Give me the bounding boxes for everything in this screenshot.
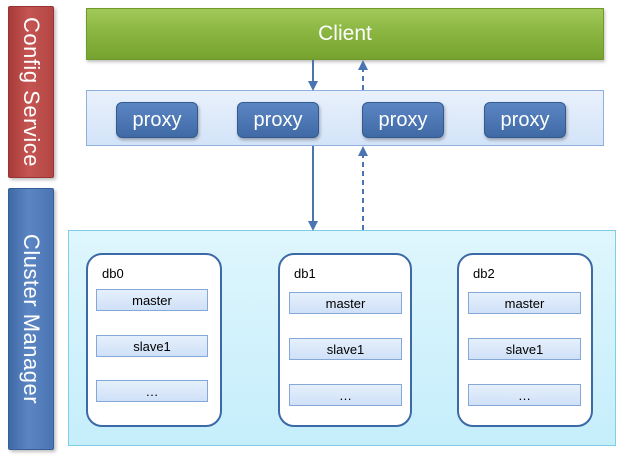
master-cell: master	[468, 292, 581, 314]
proxy-label: proxy	[132, 108, 182, 131]
proxy-box: proxy	[116, 102, 198, 138]
proxy-label: proxy	[378, 108, 428, 131]
proxy-box: proxy	[237, 102, 319, 138]
ellipsis-cell: …	[96, 380, 208, 402]
slave-cell: slave1	[96, 335, 208, 357]
client-box: Client	[86, 8, 604, 60]
config-service-bar: Config Service	[8, 6, 54, 178]
client-label: Client	[318, 22, 372, 45]
master-cell: master	[289, 292, 402, 314]
proxy-box: proxy	[362, 102, 444, 138]
db-label: db2	[473, 266, 495, 281]
slave-cell: slave1	[289, 338, 402, 360]
proxy-label: proxy	[253, 108, 303, 131]
cluster-manager-bar: Cluster Manager	[8, 188, 54, 450]
ellipsis-cell: …	[289, 384, 402, 406]
master-cell: master	[96, 289, 208, 311]
proxy-label: proxy	[500, 108, 550, 131]
db-label: db0	[102, 266, 124, 281]
proxy-box: proxy	[484, 102, 566, 138]
slave-cell: slave1	[468, 338, 581, 360]
db-label: db1	[294, 266, 316, 281]
ellipsis-cell: …	[468, 384, 581, 406]
